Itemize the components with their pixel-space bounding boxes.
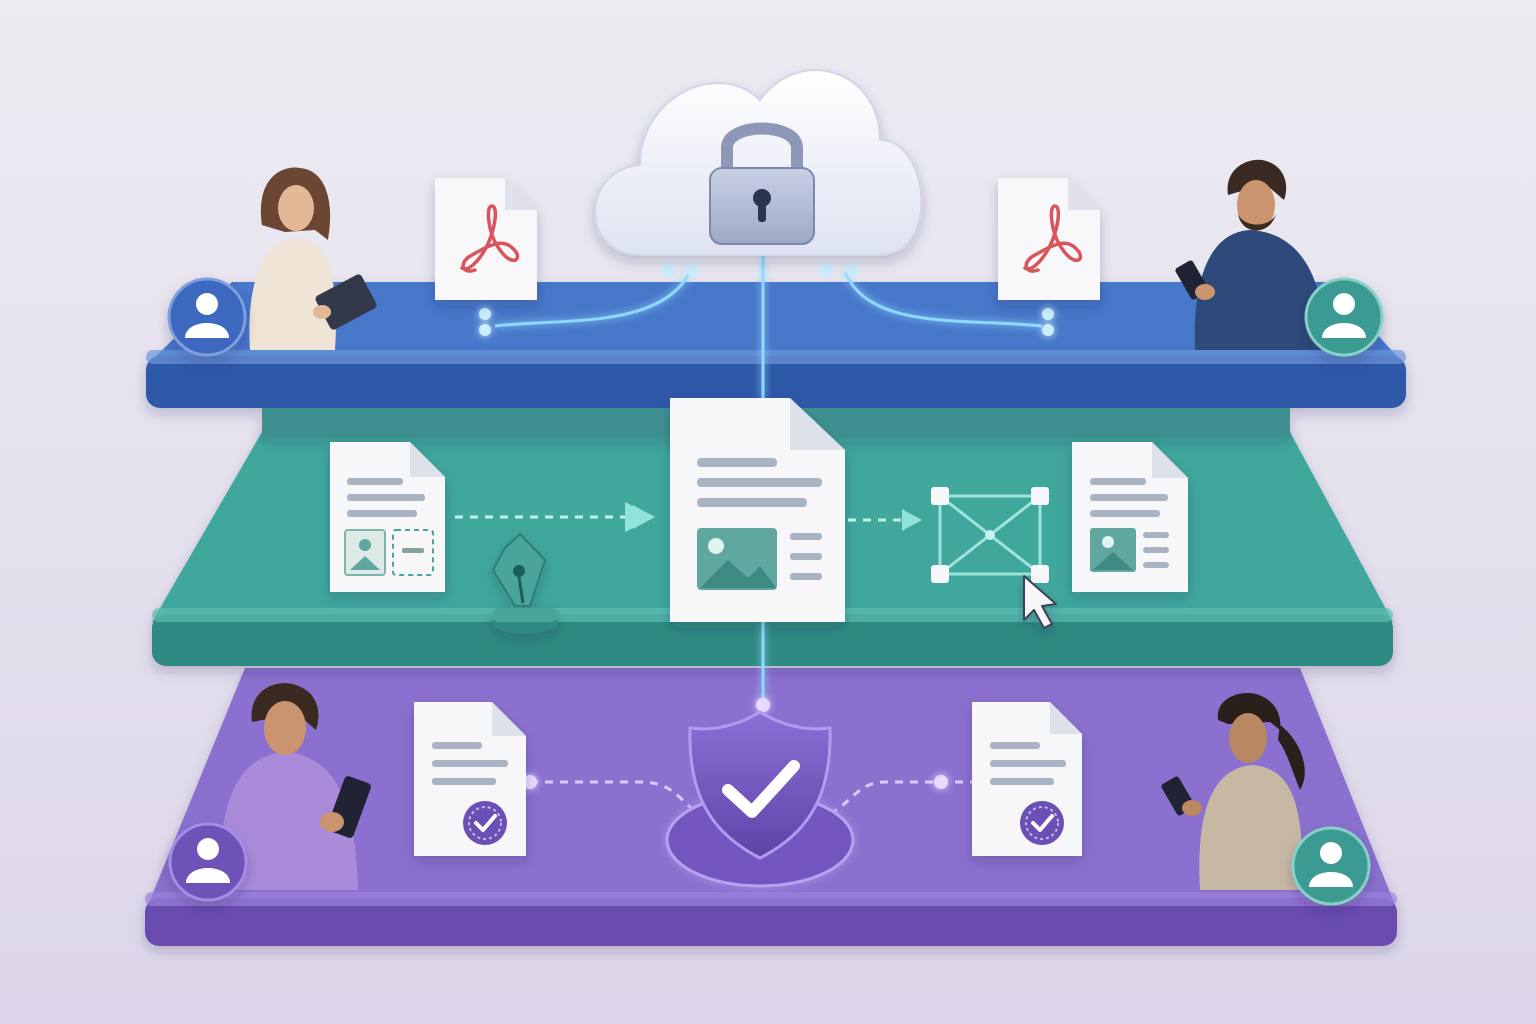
shield-check-icon (665, 710, 855, 888)
user-avatar-icon (1333, 293, 1355, 315)
user-avatar-top-left (167, 277, 247, 357)
signed-document-right (972, 702, 1082, 856)
signed-document-left (414, 702, 526, 856)
user-avatar-icon (196, 293, 218, 315)
person-top-left (249, 167, 377, 350)
user-avatar-top-right (1304, 277, 1384, 357)
user-avatar-icon (197, 838, 219, 860)
mid-layer-front (152, 614, 1393, 666)
signing-nodes (523, 775, 948, 789)
person-top-right (1175, 159, 1325, 350)
top-layer-front (146, 356, 1406, 408)
user-avatar-bottom-left (168, 822, 248, 902)
cloud-icon (594, 69, 923, 256)
user-avatar-icon (1320, 842, 1342, 864)
connection-cloud-right-pdf (843, 271, 1043, 328)
arrow-right-icon (902, 509, 922, 531)
person-bottom-right (1161, 693, 1305, 890)
padlock-icon (709, 122, 815, 245)
verified-badge-icon (463, 801, 507, 845)
tablet (315, 274, 377, 330)
arrow-right-icon (633, 505, 655, 529)
connection-nodes (479, 264, 1054, 712)
output-document (1072, 442, 1188, 592)
template-document (330, 442, 445, 592)
pdf-file-icon (460, 204, 520, 273)
pdf-file-right (998, 178, 1100, 300)
top-layer-back (150, 282, 1402, 362)
cloud-storage-layer (146, 282, 1406, 436)
bounding-box-transform-icon (931, 487, 1049, 583)
main-document (670, 398, 845, 622)
pdf-file-left (435, 178, 537, 300)
cloud-connections (494, 255, 1043, 705)
connection-cloud-left-pdf (494, 271, 692, 328)
verified-badge-icon (1020, 801, 1064, 845)
user-avatar-bottom-right (1291, 826, 1371, 906)
pen-nib-icon (491, 532, 558, 634)
pdf-file-icon (1023, 204, 1083, 273)
mouse-cursor-icon (1023, 575, 1057, 629)
person-bottom-left (220, 683, 371, 890)
bottom-layer-front (145, 898, 1397, 946)
